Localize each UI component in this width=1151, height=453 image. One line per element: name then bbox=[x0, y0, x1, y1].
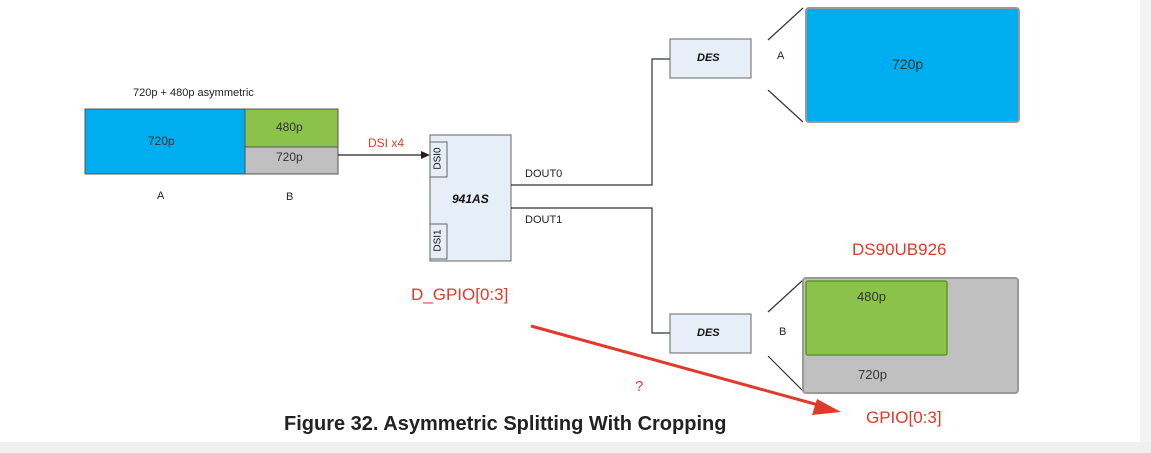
source-region-a bbox=[84, 108, 246, 175]
dsi1-port bbox=[429, 223, 448, 260]
display-part-number: DS90UB926 bbox=[852, 240, 947, 259]
dout0-label: DOUT0 bbox=[525, 168, 563, 180]
dout0-line bbox=[511, 58, 670, 186]
bottom-display-bracket-lower bbox=[767, 355, 804, 392]
question-annotation: ? bbox=[635, 378, 644, 395]
dsi0-port bbox=[429, 141, 448, 178]
gpio-arrowhead bbox=[812, 399, 841, 415]
bottom-strip bbox=[0, 442, 1151, 453]
bottom-display-720p-label: 720p bbox=[858, 367, 887, 382]
top-display-bracket-lower bbox=[767, 89, 804, 123]
des-bottom-box bbox=[669, 313, 752, 354]
source-region-b-bottom bbox=[244, 146, 339, 175]
dsi0-port-label: DSI0 bbox=[432, 147, 444, 170]
source-label-b: B bbox=[286, 191, 294, 203]
source-region-a-label: 720p bbox=[148, 134, 175, 148]
d-gpio-annotation: D_GPIO[0:3] bbox=[411, 285, 509, 304]
dout1-label: DOUT1 bbox=[525, 214, 563, 226]
gpio-annotation: GPIO[0:3] bbox=[866, 408, 942, 427]
diagram-canvas: 720p + 480p asymmetric 720p 480p 720p A … bbox=[0, 0, 1140, 442]
bottom-display-480p-area bbox=[805, 280, 948, 356]
source-region-b-bottom-label: 720p bbox=[276, 150, 303, 164]
vertical-scrollbar[interactable] bbox=[1140, 0, 1151, 453]
dout1-line bbox=[511, 207, 670, 334]
top-display-label: 720p bbox=[892, 56, 924, 72]
serializer-name: 941AS bbox=[452, 192, 489, 206]
des-bottom-label: DES bbox=[697, 327, 720, 339]
source-title: 720p + 480p asymmetric bbox=[133, 87, 254, 99]
gpio-arrow bbox=[530, 324, 823, 408]
source-region-b-top bbox=[244, 108, 339, 148]
top-display-bracket-upper bbox=[767, 7, 804, 41]
bottom-display-480p-label: 480p bbox=[857, 289, 886, 304]
figure-caption: Figure 32. Asymmetric Splitting With Cro… bbox=[284, 413, 727, 435]
channel-a-label: A bbox=[777, 50, 785, 62]
source-label-a: A bbox=[157, 190, 165, 202]
top-display bbox=[805, 7, 1020, 123]
des-top-label: DES bbox=[697, 52, 720, 64]
bottom-display-bracket-upper bbox=[767, 279, 804, 313]
source-region-b-top-label: 480p bbox=[276, 120, 303, 134]
des-top-box bbox=[669, 38, 752, 79]
dsi1-port-label: DSI1 bbox=[432, 229, 444, 252]
dsi-link-label: DSI x4 bbox=[368, 136, 405, 150]
channel-b-label: B bbox=[779, 326, 787, 338]
diagram-graphics bbox=[84, 7, 1020, 415]
dsi-arrowhead bbox=[421, 151, 430, 159]
